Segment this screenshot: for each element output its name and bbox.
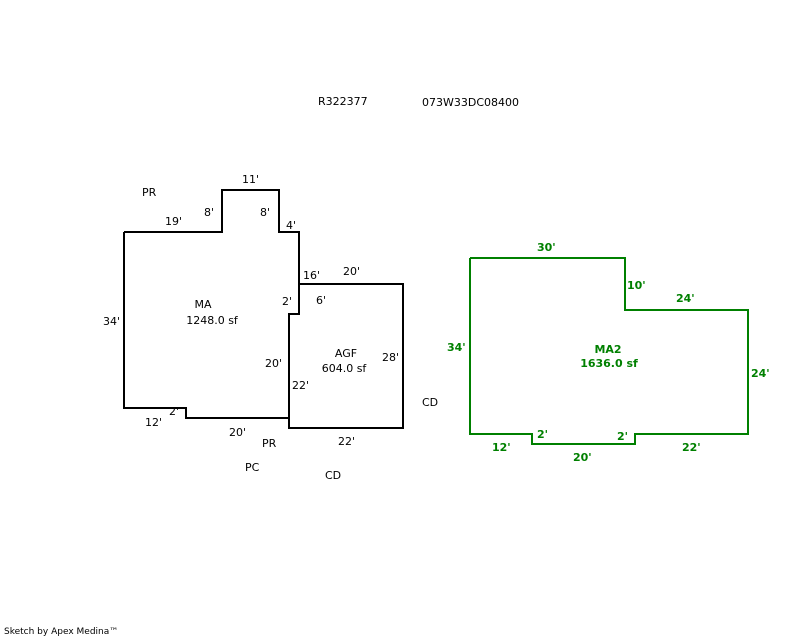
agf-outline [288, 283, 404, 429]
dim: 22' [338, 435, 355, 448]
label-cd: CD [422, 396, 438, 409]
dim: 2' [537, 428, 548, 441]
dim: 22' [682, 441, 701, 454]
label-cd: CD [325, 469, 341, 482]
dim: 8' [260, 206, 270, 219]
ma-outline [123, 189, 300, 419]
dim: 34' [103, 315, 120, 328]
dim: 20' [265, 357, 282, 370]
dim: 8' [204, 206, 214, 219]
label-pr: PR [262, 437, 277, 450]
dim: 20' [343, 265, 360, 278]
ma-area: 1248.0 sf [186, 314, 239, 327]
dim: 12' [145, 416, 162, 429]
ma-name: MA [194, 298, 211, 311]
dim: 20' [229, 426, 246, 439]
dim: 12' [492, 441, 511, 454]
dim: 20' [573, 451, 592, 464]
footer-credit: Sketch by Apex Medina™ [4, 627, 119, 637]
label-pr: PR [142, 186, 157, 199]
agf-area: 604.0 sf [322, 362, 368, 375]
account-number: R322377 [318, 95, 368, 108]
dim: 16' [303, 269, 320, 282]
map-tax-lot: 073W33DC08400 [422, 96, 519, 109]
dim: 34' [447, 341, 466, 354]
dim: 6' [316, 294, 326, 307]
dim: 19' [165, 215, 182, 228]
dim: 4' [286, 219, 296, 232]
dim: 11' [242, 173, 259, 186]
dim: 28' [382, 351, 399, 364]
dim: 2' [282, 295, 292, 308]
ma2-name: MA2 [594, 343, 621, 356]
dim: 2' [169, 405, 179, 418]
dim: 2' [617, 430, 628, 443]
ma2-area: 1636.0 sf [580, 357, 638, 370]
dim: 30' [537, 241, 556, 254]
agf-name: AGF [335, 347, 357, 360]
dim: 24' [751, 367, 770, 380]
ma2-outline [469, 257, 749, 445]
dim: 24' [676, 292, 695, 305]
label-pc: PC [245, 461, 260, 474]
dim: 22' [292, 379, 309, 392]
dim: 10' [627, 279, 646, 292]
